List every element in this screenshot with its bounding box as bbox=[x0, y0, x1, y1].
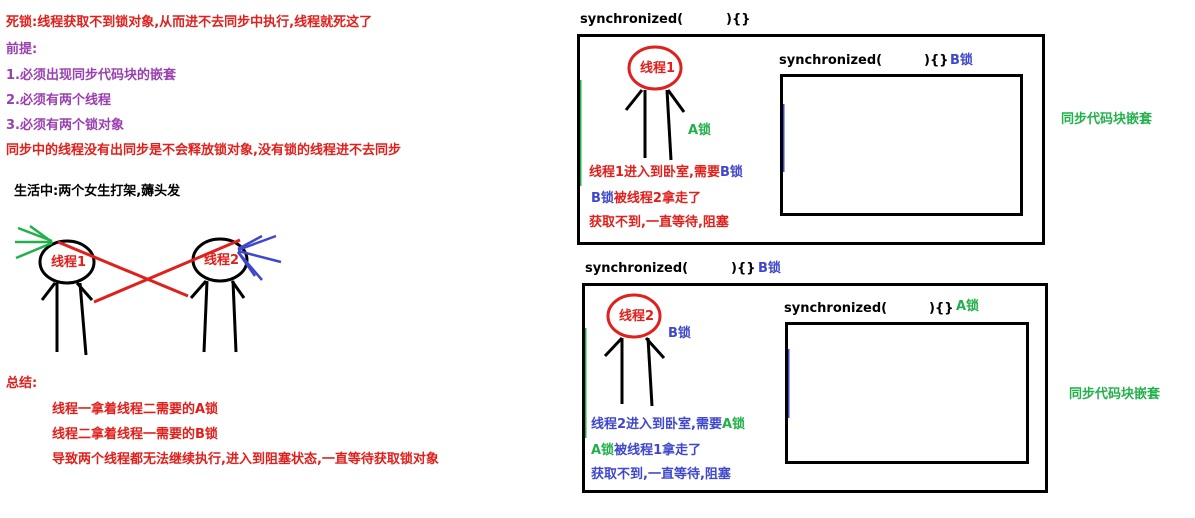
top-outer-sync-block bbox=[577, 34, 1045, 245]
premise-title: 前提: bbox=[6, 42, 38, 57]
life-example: 生活中:两个女生打架,薅头发 bbox=[14, 184, 181, 199]
deadlock-definition: 死锁:线程获取不到锁对象,从而进不去同步中执行,线程就死这了 bbox=[6, 15, 373, 30]
top-inner-close: ){} bbox=[924, 53, 949, 68]
stick-figure-thread1 bbox=[38, 239, 96, 356]
bottom-outer-sync: synchronized( bbox=[585, 261, 689, 276]
pulling-arms bbox=[57, 238, 241, 304]
bottom-held-lock: B锁 bbox=[668, 326, 691, 341]
top-outer-sync: synchronized( bbox=[580, 12, 684, 27]
stick-figure-bottom-thread2 bbox=[603, 293, 666, 407]
bottom-line-2: A锁被线程1拿走了 bbox=[591, 443, 702, 458]
top-inner-sync: synchronized( bbox=[779, 53, 883, 68]
green-hair-icon bbox=[15, 224, 53, 260]
bottom-outer-lock: B锁 bbox=[758, 261, 781, 276]
bottom-thread-label: 线程2 bbox=[619, 309, 655, 324]
bottom-inner-close: ){} bbox=[929, 301, 954, 316]
top-outer-close: ){} bbox=[726, 12, 751, 27]
top-thread-label: 线程1 bbox=[640, 61, 676, 76]
bottom-outer-close: ){} bbox=[731, 261, 756, 276]
bottom-line-1: 线程2进入到卧室,需要A锁 bbox=[591, 417, 746, 432]
bottom-line-3: 获取不到,一直等待,阻塞 bbox=[591, 467, 731, 482]
fight-thread1-label: 线程1 bbox=[51, 255, 87, 270]
top-held-lock: A锁 bbox=[688, 123, 712, 138]
top-line-1: 线程1进入到卧室,需要B锁 bbox=[589, 165, 743, 180]
stick-figure-thread2 bbox=[189, 237, 249, 353]
premise-item: 1.必须出现同步代码块的嵌套 bbox=[6, 68, 176, 83]
premise-item: 2.必须有两个线程 bbox=[6, 93, 111, 108]
sync-note: 同步中的线程没有出同步是不会释放锁对象,没有锁的线程进不去同步 bbox=[6, 143, 401, 158]
summary-item: 线程二拿着线程一需要的B锁 bbox=[52, 427, 218, 442]
premise-item: 3.必须有两个锁对象 bbox=[6, 118, 124, 133]
fight-thread2-label: 线程2 bbox=[204, 253, 240, 268]
top-inner-lock: B锁 bbox=[950, 53, 973, 68]
stick-figure-top-thread1 bbox=[624, 45, 686, 161]
bottom-inner-sync: synchronized( bbox=[784, 301, 888, 316]
top-side-label: 同步代码块嵌套 bbox=[1061, 112, 1153, 127]
top-inner-sync-block bbox=[780, 74, 1023, 216]
bottom-inner-lock: A锁 bbox=[956, 299, 980, 314]
top-line-3: 获取不到,一直等待,阻塞 bbox=[589, 215, 729, 230]
bottom-inner-sync-block bbox=[785, 322, 1029, 464]
summary-item: 导致两个线程都无法继续执行,进入到阻塞状态,一直等待获取锁对象 bbox=[52, 452, 439, 467]
top-line-2: B锁被线程2拿走了 bbox=[591, 191, 701, 206]
blue-hair-icon bbox=[236, 234, 282, 281]
summary-item: 线程一拿着线程二需要的A锁 bbox=[52, 402, 219, 417]
bottom-outer-sync-block bbox=[582, 283, 1048, 493]
summary-title: 总结: bbox=[6, 376, 38, 391]
bottom-side-label: 同步代码块嵌套 bbox=[1069, 387, 1161, 402]
